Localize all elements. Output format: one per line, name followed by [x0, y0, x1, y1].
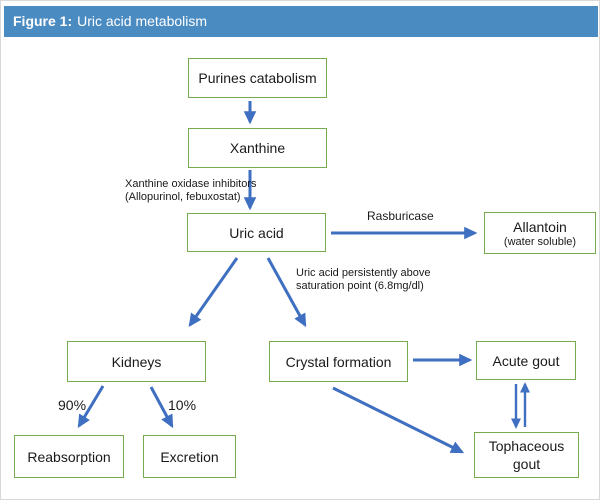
figure-header: Figure 1:Uric acid metabolism	[4, 6, 598, 37]
node-tophaceous-gout: Tophaceous gout	[474, 432, 579, 478]
annotation-xanthine-oxidase-inhibitors: Xanthine oxidase inhibitors (Allopurinol…	[125, 178, 256, 204]
annotation-rasburicase: Rasburicase	[367, 209, 434, 223]
arrow-kidneys-to-reabsorption	[77, 385, 105, 429]
annotation-xanthine-oxidase-inhibitors-line1: Xanthine oxidase inhibitors	[125, 178, 257, 190]
node-kidneys-label: Kidneys	[111, 353, 162, 370]
annotation-percent-10: 10%	[168, 397, 197, 413]
node-allantoin-sublabel: (water soluble)	[503, 235, 577, 248]
node-purines-catabolism-label: Purines catabolism	[198, 70, 317, 86]
annotation-percent-90: 90%	[58, 397, 87, 413]
node-reabsorption: Reabsorption	[14, 435, 124, 478]
arrow-uric-to-crystal	[266, 257, 307, 328]
node-excretion-label: Excretion	[160, 448, 219, 465]
figure-number-label: Figure 1:	[13, 13, 73, 29]
node-allantoin-label: Allantoin	[513, 218, 567, 235]
node-acute-gout-label: Acute gout	[492, 352, 560, 369]
annotation-saturation-point-line2: saturation point (6.8mg/dl)	[296, 280, 424, 292]
node-uric-acid: Uric acid	[187, 213, 326, 252]
node-tophaceous-gout-label-line2: gout	[512, 456, 541, 472]
node-crystal-formation-label: Crystal formation	[285, 353, 392, 370]
figure-title: Uric acid metabolism	[77, 13, 208, 29]
diagram-canvas: Purines catabolism Xanthine Uric acid Al…	[1, 37, 599, 499]
annotation-saturation-point-line1: Uric acid persistently above	[296, 267, 431, 279]
arrow-crystal-to-tophaceous	[332, 386, 465, 454]
node-xanthine: Xanthine	[188, 128, 327, 168]
node-kidneys: Kidneys	[67, 341, 206, 382]
node-allantoin: Allantoin (water soluble)	[484, 212, 596, 254]
arrow-layer	[77, 101, 531, 454]
arrow-uric-to-kidneys	[188, 257, 239, 327]
node-xanthine-label: Xanthine	[229, 140, 286, 156]
arrow-kidneys-to-excretion	[149, 386, 174, 429]
node-purines-catabolism: Purines catabolism	[188, 58, 327, 98]
node-acute-gout: Acute gout	[476, 341, 576, 380]
node-reabsorption-label: Reabsorption	[27, 448, 111, 465]
node-uric-acid-label: Uric acid	[229, 224, 284, 241]
node-tophaceous-gout-label-line1: Tophaceous	[488, 438, 565, 454]
annotation-xanthine-oxidase-inhibitors-line2: (Allopurinol, febuxostat)	[125, 191, 241, 203]
annotation-saturation-point: Uric acid persistently above saturation …	[296, 267, 431, 293]
node-crystal-formation: Crystal formation	[269, 341, 408, 382]
node-excretion: Excretion	[143, 435, 236, 478]
